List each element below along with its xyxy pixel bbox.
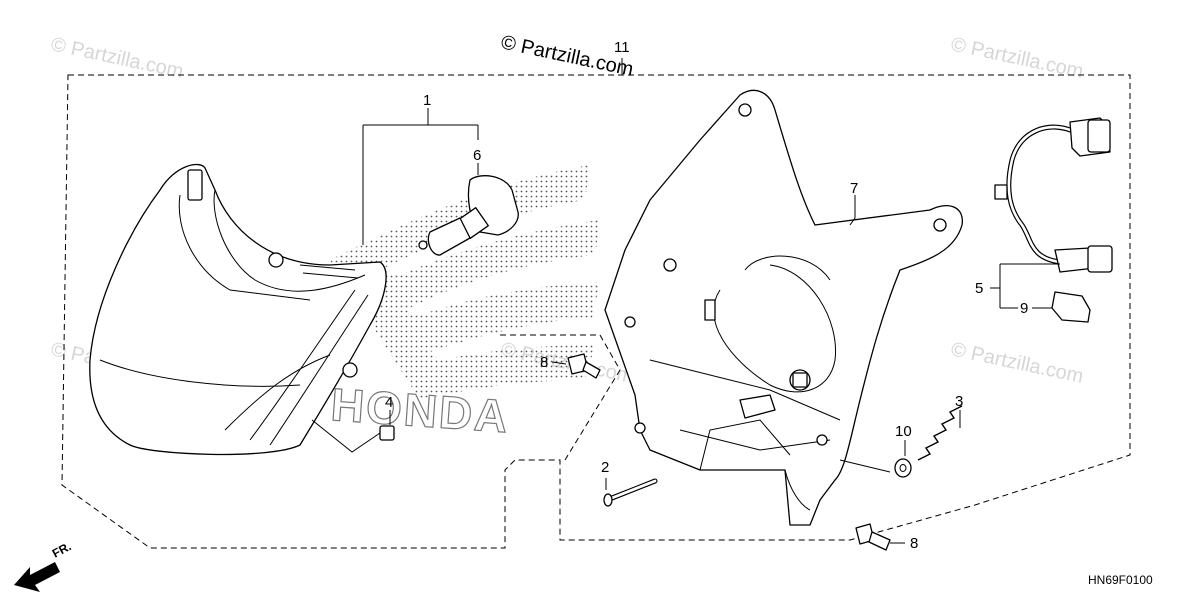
callout-11: 11 [614,39,630,56]
callout-2: 2 [601,459,609,476]
callout-4: 4 [385,394,393,411]
nut [379,425,395,441]
direction-label: FR. [50,539,74,560]
callout-5: 5 [975,280,983,297]
bracket-group-boundary [500,334,621,461]
callout-6: 6 [473,147,481,164]
front-direction-arrow: FR. [14,539,73,592]
bolt-upper [567,353,601,379]
spring [917,405,963,461]
connector [1051,291,1091,323]
assembly-boundary [61,74,1131,549]
honda-brand-text: HONDA [329,378,511,442]
callout-1: 1 [423,92,431,109]
screw-long [603,478,658,507]
callouts: 1 6 4 11 7 8 2 5 9 3 10 8 [385,39,1028,552]
callout-3: 3 [955,393,963,410]
leader-lines [311,58,1060,544]
wiring-harness [994,117,1113,273]
headlight-assembly [89,163,387,456]
callout-9: 9 [1020,300,1028,317]
headlight-case [604,89,963,526]
callout-8-upper: 8 [540,354,548,371]
callout-10: 10 [895,423,912,440]
callout-7: 7 [850,180,858,197]
honda-wing-logo: HONDA [329,165,600,443]
watermark-faint: © Partzilla.com [949,338,1085,388]
washer [894,458,912,478]
bulb [418,175,519,256]
arrow-icon [14,562,60,592]
bolt-lower [855,523,891,551]
callout-8-lower: 8 [910,535,918,552]
drawing-code: HN69F0100 [1088,573,1153,587]
